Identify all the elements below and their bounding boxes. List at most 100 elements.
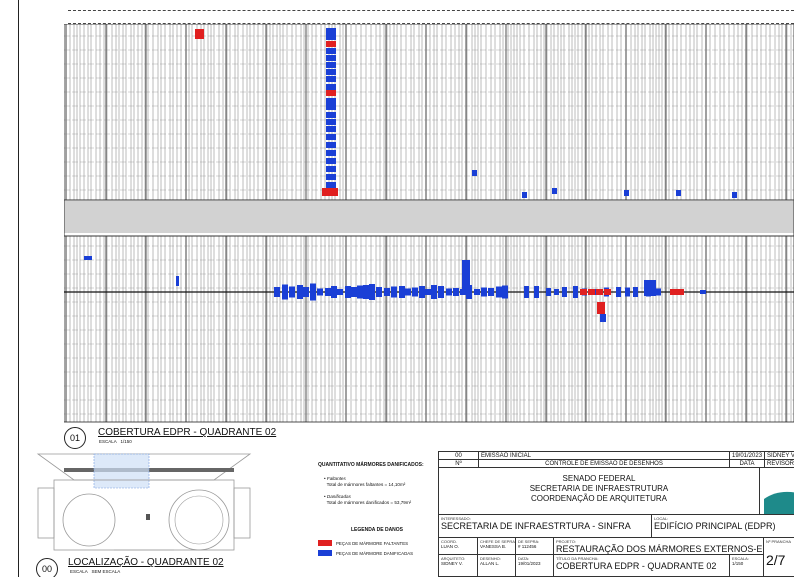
coord-label: COORD. [441, 539, 457, 544]
quantities-missing: • Faltantes Total de mármores faltantes … [324, 476, 406, 487]
damaged-piece-mark [546, 288, 551, 296]
chefe2-cell: DE SEPRA: # 112456 [515, 537, 554, 555]
interessado-cell: INTERESSADO: SECRETARIA DE INFRAESTRTURA… [438, 514, 652, 538]
damaged-piece-mark [326, 34, 336, 40]
damaged-piece-mark [460, 289, 466, 295]
top-dashed-strip [68, 10, 794, 24]
legend-swatch-damaged [318, 550, 332, 556]
drawing-scale: ESCALA 1/150 [99, 439, 132, 444]
location-scale-value: SEM ESCALA [91, 569, 121, 574]
escala-cell: ESCALA: 1/150 [729, 554, 764, 577]
data-value: 19/01/2023 [518, 561, 541, 566]
damaged-piece-mark [176, 276, 179, 286]
damaged-piece-mark [326, 142, 336, 148]
damaged-piece-mark [274, 287, 280, 297]
quantities-damaged: • Danificadas Total de mármores danifica… [324, 494, 412, 505]
drawing-title: COBERTURA EDPR - QUADRANTE 02 [98, 427, 277, 438]
legend-item-damaged: PEÇAS DE MÁRMORE DANIFICADAS [318, 550, 436, 556]
prancha-title-cell: TÍTULO DA PRANCHA: COBERTURA EDPR - QUAD… [553, 554, 730, 577]
sheet-border [18, 0, 794, 577]
damaged-piece-mark [384, 288, 390, 296]
damaged-piece-mark [616, 287, 621, 297]
missing-label: Faltantes [326, 476, 346, 481]
missing-piece-mark [322, 188, 338, 196]
damaged-piece-mark [363, 285, 369, 299]
org-line3: COORDENAÇÃO DE ARQUITETURA [530, 494, 667, 503]
damaged-piece-mark [326, 174, 336, 180]
damaged-piece-mark [351, 287, 357, 297]
damaged-piece-mark [326, 158, 336, 164]
damaged-piece-mark [633, 287, 638, 297]
damaged-piece-mark [326, 28, 336, 34]
chefe-cell: CHEFE DE SEPRA: VANESSA B. [477, 537, 516, 555]
projeto-label: PROJETO: [556, 539, 576, 544]
damaged-piece-mark [552, 188, 557, 194]
missing-piece-mark [195, 29, 204, 39]
projeto-value: RESTAURAÇÃO DOS MÁRMORES EXTERNOS-EDPR [556, 544, 764, 554]
damaged-piece-mark [656, 288, 661, 296]
escala-value: 1/150 [732, 561, 744, 566]
damaged-piece-mark [466, 285, 472, 299]
arquiteto-label: ARQUITETO: [441, 556, 466, 561]
damaged-piece-mark [391, 286, 397, 298]
legend-swatch-missing [318, 540, 332, 546]
data-cell: DATA: 19/01/2023 [515, 554, 554, 577]
damaged-piece-mark [624, 190, 629, 196]
damaged-piece-mark [326, 150, 336, 156]
missing-text: Total de mármores faltantes = 14,10m² [326, 482, 406, 487]
damaged-piece-mark [357, 285, 363, 299]
arquiteto-cell: ARQUITETO: SIDNEY V. [438, 554, 478, 577]
damaged-piece-mark [376, 287, 382, 297]
damaged-piece-mark [554, 289, 559, 295]
missing-piece-mark [596, 289, 603, 295]
damaged-piece-mark [345, 286, 351, 298]
location-number: 00 [41, 564, 52, 574]
damaged-piece-mark [399, 286, 405, 298]
damaged-piece-mark [405, 288, 411, 296]
roof-plan-svg [64, 24, 794, 423]
local-cell: LOCAL: EDIFÍCIO PRINCIPAL (EDPR) [651, 514, 794, 538]
quantities-block: QUANTITATIVO MÁRMORES DANIFICADOS: • Fal… [318, 462, 436, 506]
damaged-piece-mark [534, 286, 539, 298]
drawing-scale-value: 1/150 [120, 439, 132, 444]
location-title: LOCALIZAÇÃO - QUADRANTE 02 [68, 557, 224, 568]
damaged-label: Danificadas [326, 494, 351, 499]
damaged-piece-mark [732, 192, 737, 198]
organization-block: SENADO FEDERAL SECRETARIA DE INFRAESTRUT… [438, 467, 760, 515]
location-scale-label: ESCALA [70, 569, 88, 574]
missing-piece-mark [670, 289, 684, 295]
damaged-piece-mark [644, 280, 656, 296]
damaged-piece-mark [326, 76, 336, 82]
desenho-label: DESENHO: [480, 556, 501, 561]
coord-value: LUAN O. [441, 544, 460, 549]
damaged-piece-mark [289, 286, 295, 298]
prancha-title-label: TÍTULO DA PRANCHA: [556, 556, 599, 561]
damaged-piece-mark [431, 285, 437, 299]
damaged-piece-mark [326, 166, 336, 172]
desenho-cell: DESENHO: ALLAN L. [477, 554, 516, 577]
prancha-title-value: COBERTURA EDPR - QUADRANTE 02 [556, 561, 717, 571]
sheet-number-value: 2/7 [766, 552, 786, 568]
damaged-piece-mark [325, 288, 331, 296]
damaged-piece-mark [282, 284, 288, 300]
damaged-piece-mark [326, 84, 336, 90]
interessado-value: SECRETARIA DE INFRAESTRTURA - SINFRA [441, 521, 631, 531]
damaged-piece-mark [326, 48, 336, 54]
data-label: DATA: [518, 556, 530, 561]
damaged-piece-mark [573, 286, 578, 298]
chefe2-label: DE SEPRA: [518, 539, 540, 544]
damaged-piece-mark [502, 285, 508, 299]
damaged-piece-mark [446, 288, 452, 296]
damaged-piece-mark [488, 288, 494, 296]
missing-piece-mark [597, 302, 605, 314]
legend-item-missing: PEÇAS DE MÁRMORE FALTANTES [318, 540, 436, 546]
legend-heading: LEGENDA DE DANOS [350, 527, 404, 533]
missing-piece-mark [588, 289, 595, 295]
drawing-scale-label: ESCALA [99, 439, 117, 444]
damaged-piece-mark [326, 98, 336, 104]
damaged-piece-mark [326, 55, 336, 61]
missing-piece-mark [604, 289, 611, 295]
damaged-piece-mark [326, 69, 336, 75]
damaged-piece-mark [438, 286, 444, 298]
chefe2-value: # 112456 [518, 544, 537, 549]
